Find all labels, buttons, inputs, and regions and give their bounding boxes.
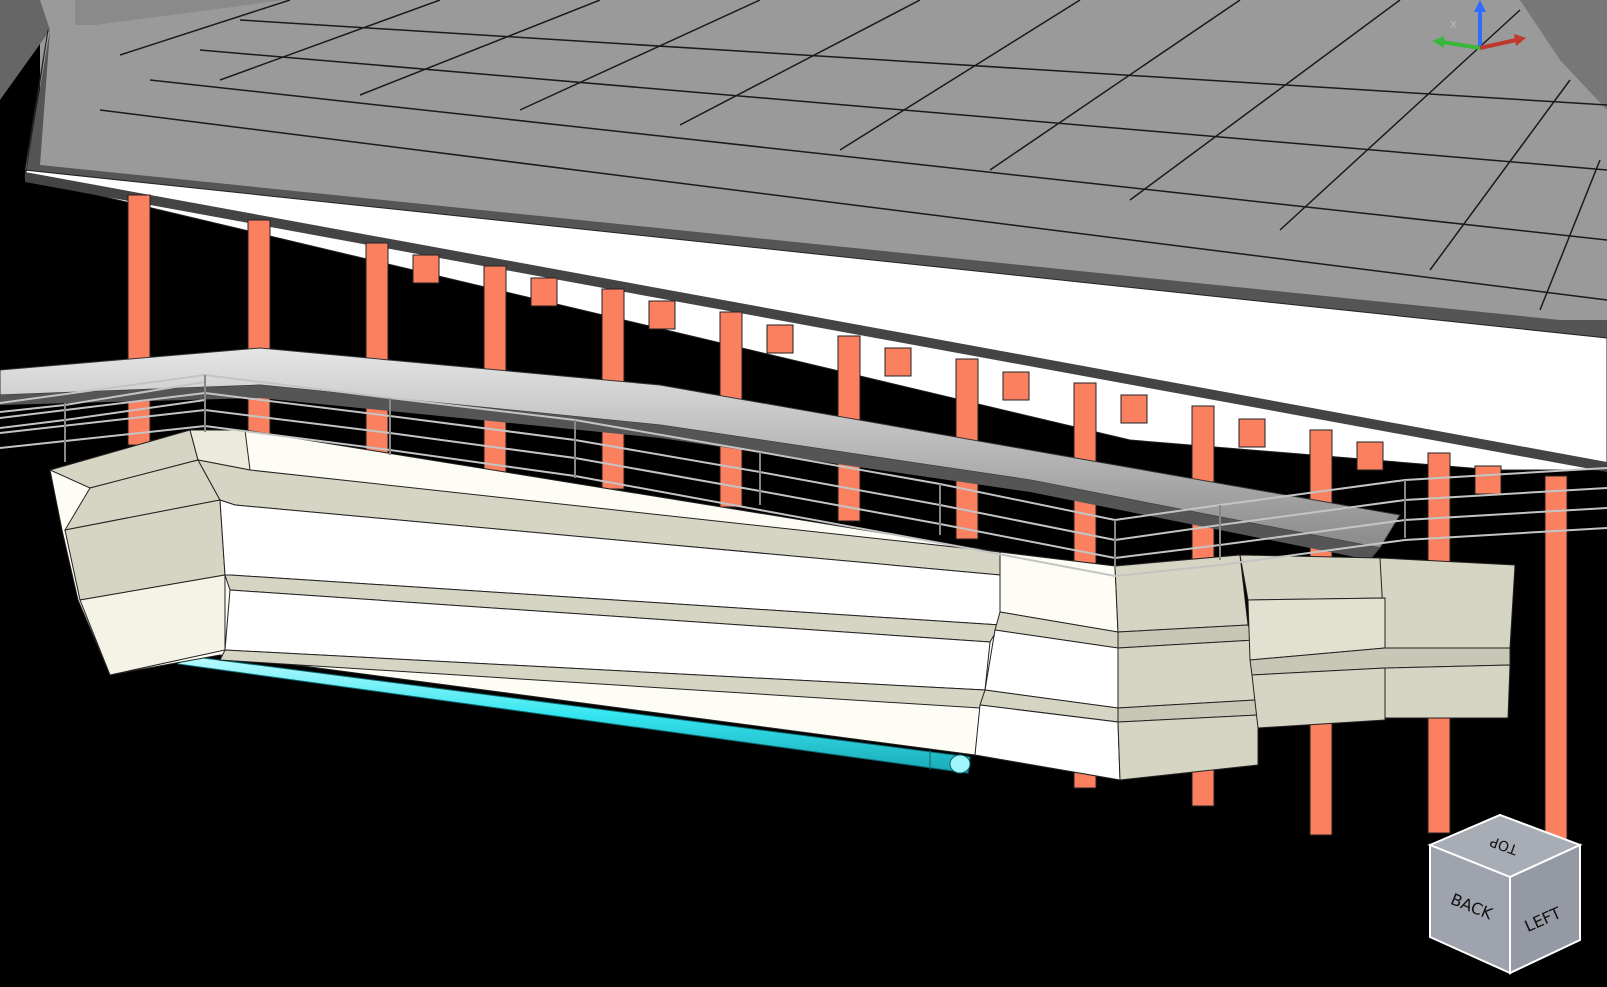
axis-x-arrow-icon <box>1479 38 1517 50</box>
axis-gizmo[interactable]: X <box>1432 0 1526 50</box>
roof-corner-right <box>1520 0 1607 110</box>
roof-fascia <box>24 29 1607 472</box>
guard-railing <box>0 373 1607 578</box>
roof-corner-left <box>0 0 50 100</box>
barrier-wall <box>48 429 1516 781</box>
beam-brackets <box>412 254 1502 495</box>
railing-posts <box>64 375 1406 570</box>
view-cube[interactable]: TOP BACK LEFT <box>1427 813 1583 975</box>
view-cube-left-face[interactable] <box>1509 843 1581 975</box>
column <box>1544 475 1568 877</box>
axis-y-arrow-icon <box>1441 40 1481 50</box>
fascia-panel <box>24 29 1607 471</box>
roof-slab <box>0 0 1607 335</box>
walkway-deck <box>0 347 1401 560</box>
roof-ridge <box>75 0 285 25</box>
axis-x-label: X <box>1450 20 1457 31</box>
column <box>247 219 271 456</box>
fascia-edge <box>25 172 1607 472</box>
